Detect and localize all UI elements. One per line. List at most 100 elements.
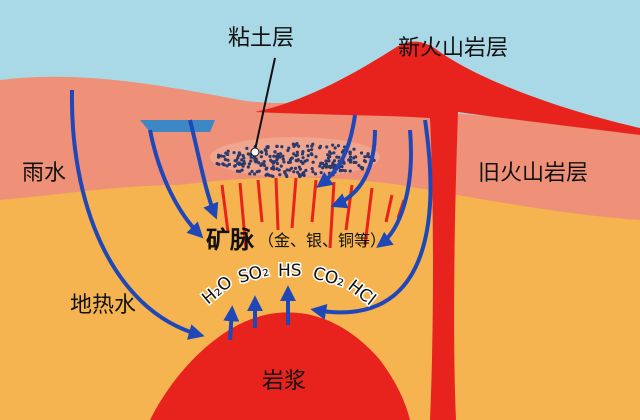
rain-arrow: [330, 129, 377, 209]
clay-particle: [216, 155, 221, 159]
clay-particle: [352, 147, 356, 151]
clay-particle: [236, 156, 240, 160]
clay-particle: [215, 161, 219, 166]
clay-particle: [328, 164, 332, 168]
ore-vein-line: [363, 187, 374, 246]
clay-particle: [313, 172, 318, 176]
clay-particle: [282, 160, 286, 164]
clay-particle: [249, 159, 253, 163]
clay-particle: [246, 152, 250, 156]
clay-particle: [301, 156, 305, 160]
clay-particle: [327, 159, 331, 163]
clay-particle: [271, 160, 275, 164]
clay-particle: [304, 168, 308, 173]
clay-particle: [232, 150, 236, 155]
clay-particle: [242, 159, 246, 164]
clay-particle: [222, 154, 226, 159]
ore-veins: [220, 177, 406, 251]
clay-particle: [305, 158, 309, 162]
new-volcanic-rock: [255, 41, 640, 420]
clay-particle: [265, 145, 269, 149]
clay-particle: [233, 164, 237, 168]
clay-particle: [221, 162, 225, 166]
clay-particle: [324, 159, 328, 163]
clay-particle: [310, 148, 314, 152]
geothermal-arrow: [310, 119, 433, 320]
clay-particle: [318, 144, 323, 148]
clay-particle: [226, 158, 230, 162]
clay-particle: [262, 163, 267, 168]
clay-particle: [250, 169, 254, 174]
clay-particle: [347, 158, 351, 162]
clay-particle: [240, 158, 244, 162]
clay-particle: [354, 155, 358, 159]
clay-particle: [240, 168, 244, 172]
clay-particle: [249, 155, 253, 159]
clay-particle: [331, 161, 335, 165]
clay-particle: [318, 164, 322, 168]
clay-particle: [248, 172, 252, 176]
clay-particle: [255, 170, 259, 174]
clay-particle: [319, 161, 324, 165]
clay-particle: [242, 156, 246, 160]
clay-particle: [286, 160, 291, 165]
gas-hs: HS: [278, 261, 302, 281]
lake: [140, 120, 215, 132]
clay-particle: [297, 144, 301, 148]
clay-particle: [223, 157, 227, 162]
ore-vein-line: [328, 181, 336, 249]
ore-vein-line: [256, 179, 264, 223]
clay-particle: [299, 159, 303, 164]
clay-particle: [357, 163, 361, 168]
ore-vein-note: （金、银、铜等）: [258, 231, 386, 250]
clay-particle: [275, 157, 279, 161]
gas-arrow: [223, 305, 240, 341]
clay-particle: [271, 174, 275, 178]
clay-particle: [238, 169, 242, 173]
clay-particle: [290, 156, 294, 160]
clay-particle: [306, 154, 310, 158]
clay-particle: [252, 172, 257, 176]
clay-particle: [283, 171, 287, 175]
clay-particle: [281, 157, 285, 161]
clay-particle: [226, 152, 230, 157]
magma-label: 岩浆: [262, 369, 306, 394]
clay-particle: [245, 146, 249, 150]
clay-particle: [259, 155, 263, 159]
clay-particle: [259, 150, 263, 154]
clay-particle: [310, 144, 314, 148]
clay-pointer-dot: [250, 147, 260, 157]
rain-arrow: [188, 119, 219, 220]
clay-particle: [348, 160, 353, 164]
clay-particle: [281, 154, 285, 158]
clay-particle: [301, 149, 305, 154]
clay-particle: [237, 162, 242, 167]
clay-particle: [264, 173, 268, 177]
ore-vein-line: [238, 182, 248, 251]
clay-particle: [363, 155, 367, 159]
clay-particle: [275, 161, 280, 166]
clay-particle: [269, 158, 273, 162]
clay-particle: [352, 160, 356, 164]
clay-particle: [278, 155, 282, 159]
rain-arrow: [148, 129, 204, 239]
clay-particle: [278, 173, 282, 177]
new-volcanic-rock-label: 新火山岩层: [398, 36, 508, 61]
clay-particle: [262, 159, 266, 164]
clay-particle: [285, 168, 289, 172]
clay-particle: [309, 152, 313, 156]
ore-vein-line: [310, 179, 318, 223]
magma-dome: [150, 312, 410, 420]
clay-particle: [363, 159, 368, 164]
clay-particle: [254, 157, 258, 161]
clay-particle: [288, 168, 292, 172]
clay-particle: [219, 154, 223, 158]
clay-particle: [340, 164, 344, 169]
clay-particle: [297, 172, 301, 177]
clay-particle: [319, 171, 323, 175]
clay-particle: [264, 149, 268, 153]
clay-layer-label: 粘土层: [228, 26, 294, 51]
lower-rock-layer: [0, 177, 640, 420]
